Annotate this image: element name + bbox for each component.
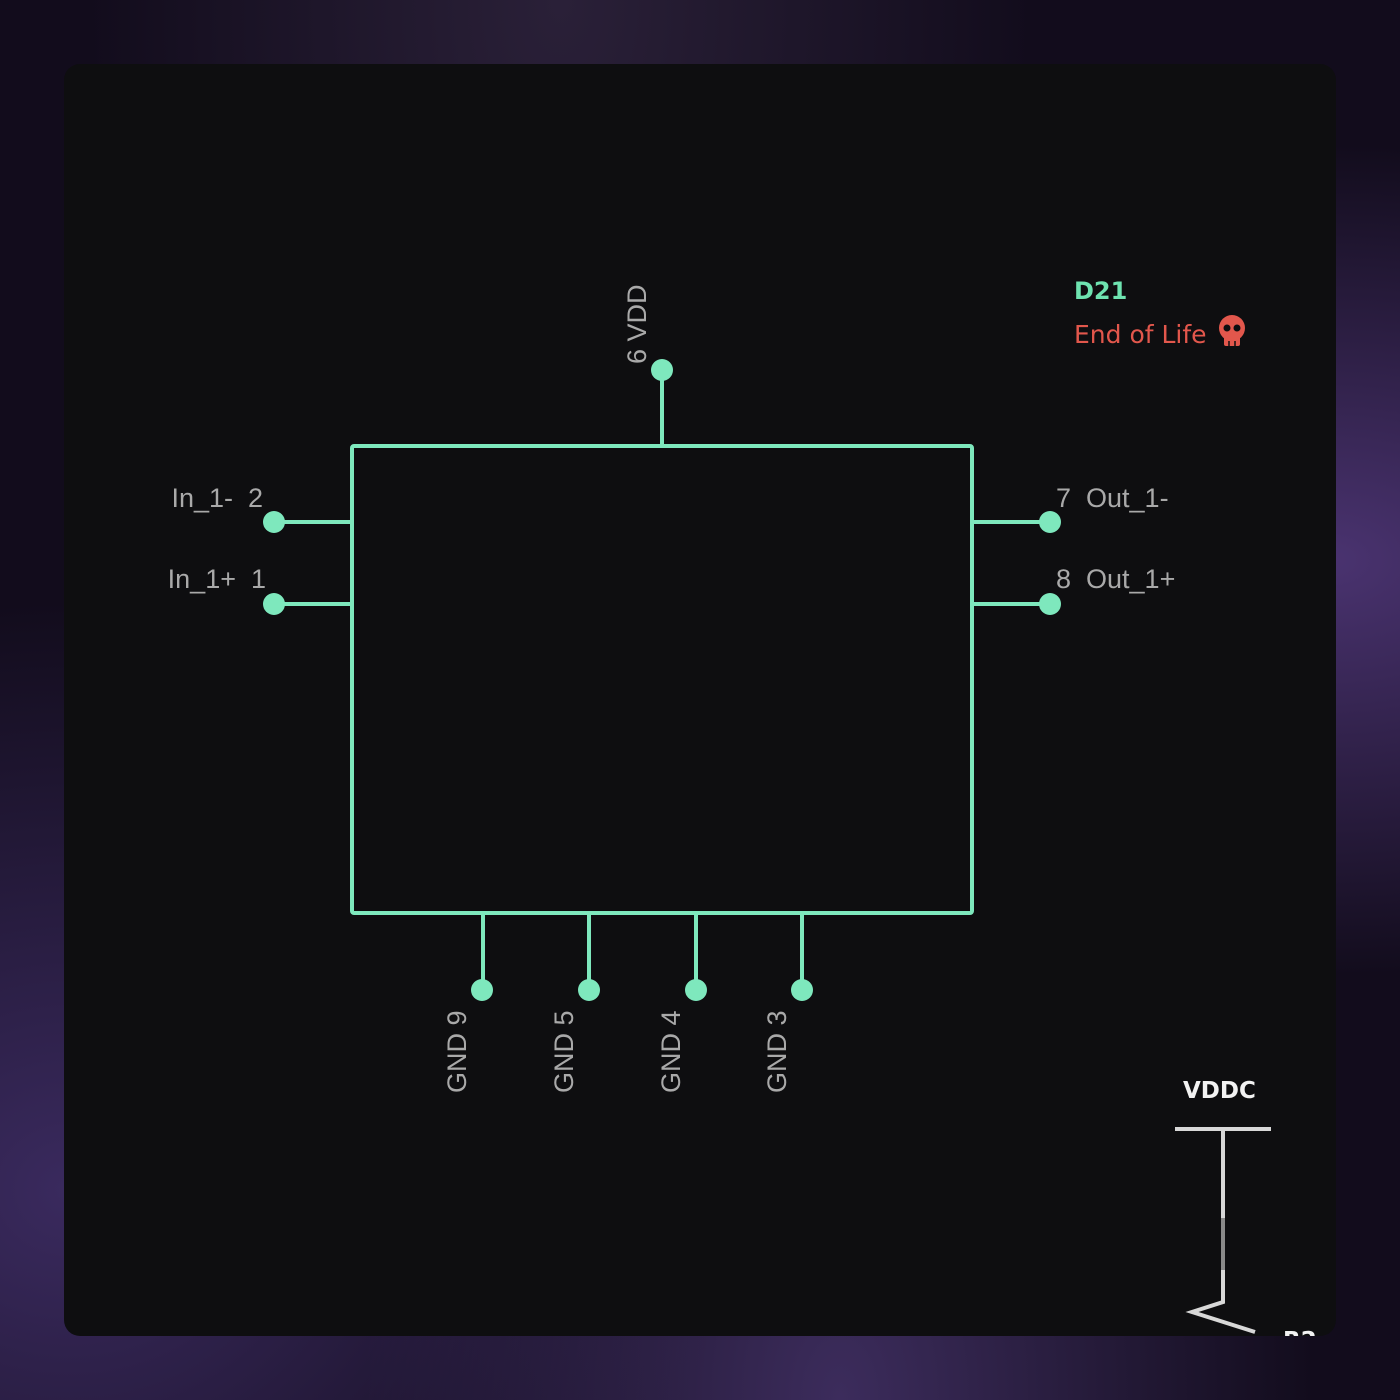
component-ref: D21	[1074, 277, 1127, 305]
pin-label-gnd3: GND 3	[762, 1010, 792, 1093]
pin-dot-gnd4[interactable]	[685, 979, 707, 1001]
pin-dot-in1-minus[interactable]	[263, 511, 285, 533]
schematic-canvas[interactable]: 6 VDD In_1- 2 In_1+ 1 7 Out_1- 8 Out_1+ …	[64, 64, 1336, 1336]
component-status: End of Life	[1074, 320, 1207, 349]
net-label-vddc: VDDC	[1183, 1078, 1256, 1104]
schematic-svg: 6 VDD In_1- 2 In_1+ 1 7 Out_1- 8 Out_1+ …	[168, 277, 1317, 1336]
pin-label-out1-plus: 8 Out_1+	[1056, 564, 1175, 594]
pin-dot-gnd9[interactable]	[471, 979, 493, 1001]
pin-dot-gnd3[interactable]	[791, 979, 813, 1001]
skull-icon	[1219, 315, 1245, 346]
pin-label-vdd: 6 VDD	[622, 284, 652, 364]
pin-label-gnd9: GND 9	[442, 1010, 472, 1093]
pin-dot-in1-plus[interactable]	[263, 593, 285, 615]
partial-ref-label: R2	[1283, 1328, 1317, 1336]
power-symbol[interactable]	[1175, 1127, 1271, 1334]
pin-label-in1-plus: In_1+ 1	[168, 564, 266, 594]
component-symbol[interactable]	[274, 372, 1050, 990]
component-body	[350, 444, 974, 915]
pin-dot-gnd5[interactable]	[578, 979, 600, 1001]
pin-dot-vdd[interactable]	[651, 359, 673, 381]
pin-label-gnd4: GND 4	[656, 1010, 686, 1093]
pin-dot-out1-plus[interactable]	[1039, 593, 1061, 615]
pin-label-in1-minus: In_1- 2	[171, 483, 263, 513]
pin-dot-out1-minus[interactable]	[1039, 511, 1061, 533]
pin-label-gnd5: GND 5	[549, 1010, 579, 1093]
pin-label-out1-minus: 7 Out_1-	[1056, 483, 1169, 513]
